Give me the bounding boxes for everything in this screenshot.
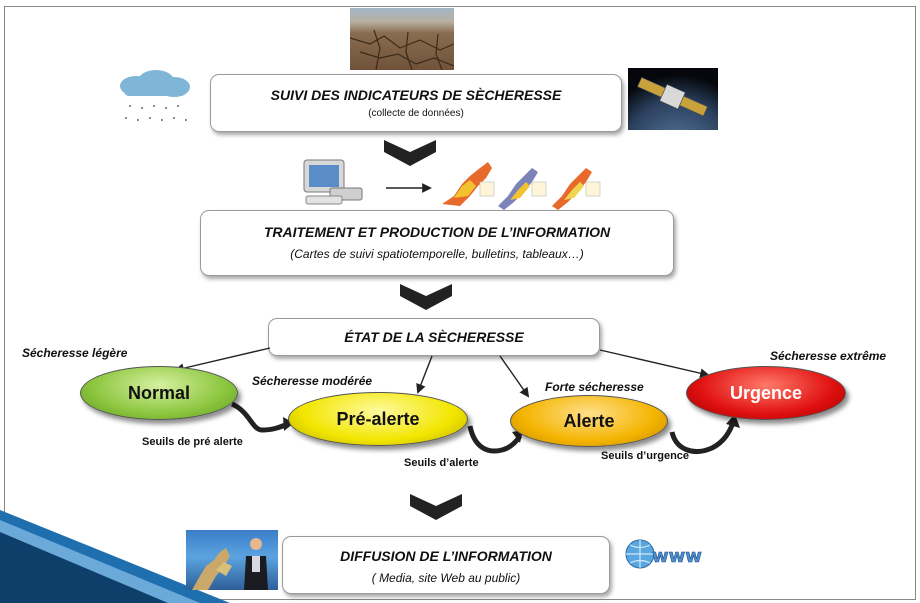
threshold-emergency-label: Seuils d’urgence — [601, 450, 690, 462]
threshold-pre-alert-label: Seuils de pré alerte — [142, 436, 243, 448]
processing-title: TRAITEMENT ET PRODUCTION DE L’INFORMATIO… — [263, 224, 611, 240]
level-normal-label: Normal — [127, 382, 190, 403]
severity-moderate-label: Sécheresse modérée — [252, 374, 373, 388]
processing-subtitle: (Cartes de suivi spatiotemporelle, bulle… — [290, 247, 584, 261]
chevron-down-icon — [384, 140, 436, 166]
dry-cracked-earth-image — [350, 8, 454, 70]
monitoring-box: SUIVI DES INDICATEURS DE SÈCHERESSE (col… — [210, 74, 622, 132]
threshold-alert-label: Seuils d’alerte — [404, 457, 479, 469]
chevron-down-icon — [400, 284, 452, 310]
tv-weather-presenter-image — [186, 530, 278, 590]
rain-cloud-icon — [110, 68, 200, 130]
monitoring-title: SUIVI DES INDICATEURS DE SÈCHERESSE — [270, 87, 562, 103]
slide-frame — [4, 6, 916, 600]
severity-extreme-label: Sécheresse extrême — [770, 349, 887, 363]
severity-strong-label: Forte sécheresse — [545, 380, 644, 394]
chevron-down-icon — [410, 494, 462, 520]
state-box: ÉTAT DE LA SÈCHERESSE — [268, 318, 600, 356]
processing-box: TRAITEMENT ET PRODUCTION DE L’INFORMATIO… — [200, 210, 674, 276]
monitoring-subtitle: (collecte de données) — [368, 108, 464, 119]
state-title: ÉTAT DE LA SÈCHERESSE — [344, 329, 524, 345]
diffusion-box: DIFFUSION DE L’INFORMATION ( Media, site… — [282, 536, 610, 594]
svg-text:www: www — [652, 546, 702, 567]
level-normal: Normal — [80, 366, 238, 420]
level-alert-label: Alerte — [563, 410, 615, 431]
level-emergency-label: Urgence — [729, 382, 803, 403]
severity-light-label: Sécheresse légère — [22, 346, 128, 360]
level-alert: Alerte — [510, 395, 668, 447]
diffusion-title: DIFFUSION DE L’INFORMATION — [340, 548, 552, 564]
satellite-image — [628, 68, 718, 130]
www-globe-icon: www — [622, 534, 712, 576]
level-emergency: Urgence — [686, 366, 846, 420]
computer-icon — [300, 158, 364, 206]
map-icon — [440, 156, 610, 210]
level-pre-alert-label: Pré-alerte — [336, 408, 420, 429]
level-pre-alert: Pré-alerte — [288, 392, 468, 446]
diffusion-subtitle: ( Media, site Web au public) — [371, 571, 521, 585]
